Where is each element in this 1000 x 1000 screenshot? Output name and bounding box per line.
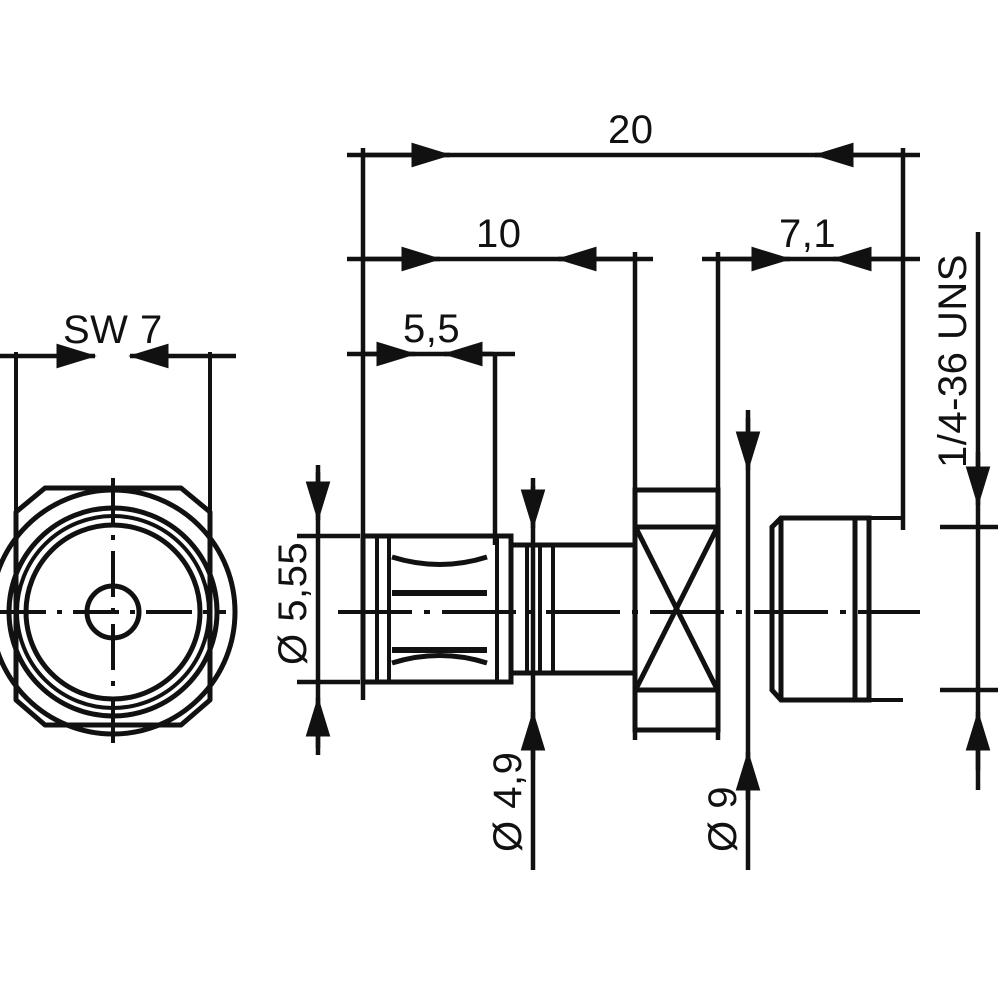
dimension-label-20: 20 (608, 108, 654, 152)
dimension-label-71: 7,1 (779, 212, 836, 256)
side-view-group: 20 10 7,1 5,5 (271, 108, 998, 870)
crimp-ferrule (360, 533, 514, 685)
dimension-line-thread (940, 232, 998, 790)
dimension-label-dia555: Ø 5,55 (271, 542, 315, 665)
dimension-label-dia9: Ø 9 (701, 786, 745, 852)
dimension-label-55: 5,5 (403, 307, 460, 351)
threaded-nose (769, 515, 903, 703)
body-barrel (508, 542, 638, 676)
dimension-label-sw7: SW 7 (63, 308, 163, 352)
end-view-group (0, 343, 238, 748)
dimension-label-dia49: Ø 4,9 (486, 752, 530, 852)
end-view-centerlines (0, 478, 226, 748)
dimension-line-dia555 (297, 465, 360, 755)
hex-body-outline (13, 485, 213, 728)
dimension-label-10: 10 (476, 212, 522, 256)
dimension-label-thread: 1/4-36 UNS (931, 254, 975, 468)
